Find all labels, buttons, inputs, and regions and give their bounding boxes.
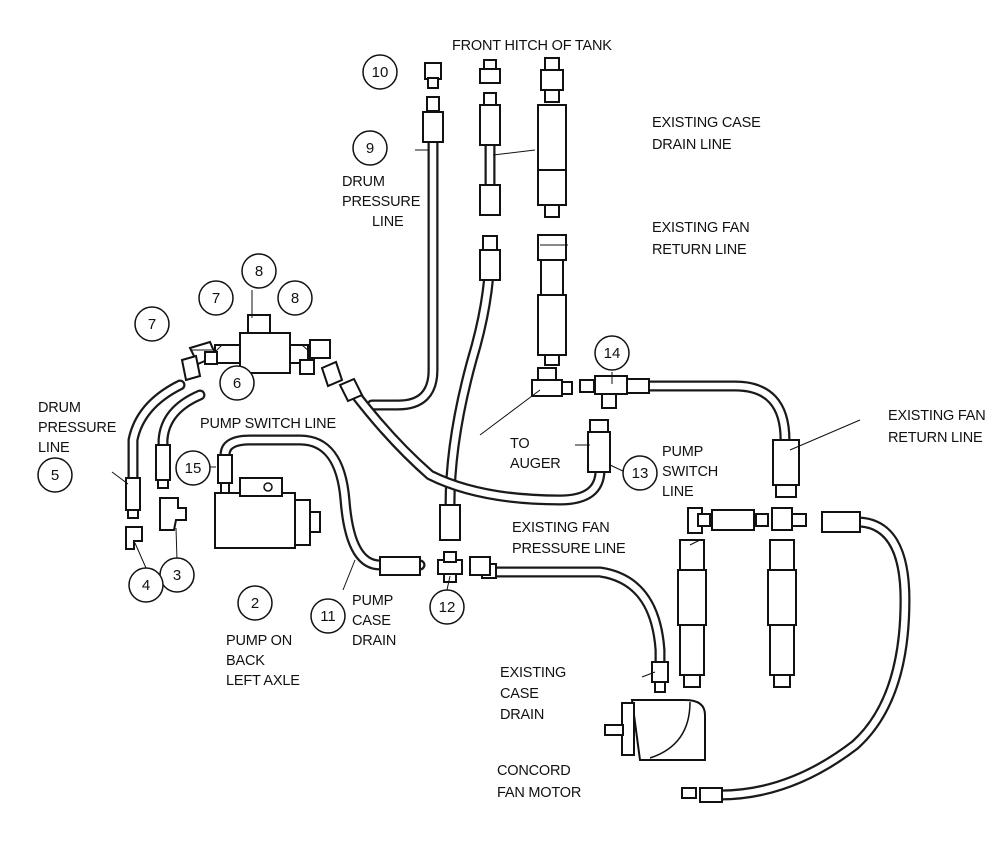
hose-existing-fan-pressure-line bbox=[484, 566, 666, 671]
label-drum-4-1: DRUM bbox=[38, 400, 81, 416]
fitting-15 bbox=[217, 454, 233, 494]
label-front-hitch: FRONT HITCH OF TANK bbox=[452, 38, 612, 54]
hose-drum-pressure-line-4 bbox=[127, 379, 206, 486]
label-drum-9-1: DRUM bbox=[342, 174, 385, 190]
svg-text:10: 10 bbox=[372, 64, 389, 81]
hose-pump-case-drain-11 bbox=[219, 434, 426, 571]
callout-11: 11 bbox=[310, 598, 346, 634]
fitting-case-drain-top bbox=[479, 59, 501, 281]
label-concord-fan-motor-2: FAN MOTOR bbox=[497, 785, 581, 801]
callout-15: 15 bbox=[175, 450, 211, 486]
label-pump-switch-13-2: SWITCH bbox=[662, 464, 718, 480]
label-drum-4-3: LINE bbox=[38, 440, 70, 456]
svg-text:2: 2 bbox=[251, 595, 259, 612]
callout-13: 13 bbox=[622, 455, 658, 491]
label-to-auger-2: AUGER bbox=[510, 456, 561, 472]
callout-7-left: 7 bbox=[198, 280, 234, 316]
label-existing-case-drain-3: DRAIN bbox=[500, 707, 544, 723]
label-existing-case-drain-line-2: DRAIN LINE bbox=[652, 137, 732, 153]
hose-fan-motor-supply bbox=[714, 516, 911, 801]
label-pump-on-back-1: PUMP ON bbox=[226, 633, 292, 649]
callout-6: 7 bbox=[134, 306, 170, 342]
fitting-fan-motor bbox=[681, 787, 723, 803]
valve-block-8 bbox=[214, 314, 309, 374]
tee-12 bbox=[379, 504, 497, 583]
svg-text:13: 13 bbox=[632, 465, 649, 482]
label-existing-fan-return-right-2: RETURN LINE bbox=[888, 430, 983, 446]
svg-text:4: 4 bbox=[142, 577, 150, 594]
label-pump-on-back-2: BACK bbox=[226, 653, 265, 669]
svg-text:3: 3 bbox=[173, 567, 181, 584]
callout-8: 8 bbox=[241, 253, 277, 289]
tee-13-assembly bbox=[677, 507, 861, 688]
svg-text:15: 15 bbox=[185, 460, 202, 477]
elbow-2 bbox=[159, 497, 187, 531]
concord-fan-motor bbox=[604, 699, 706, 761]
label-pump-case-drain-1: PUMP bbox=[352, 593, 393, 609]
elbow-fittings-6-7 bbox=[180, 339, 364, 403]
label-existing-case-drain-1: EXISTING bbox=[500, 665, 566, 681]
svg-text:14: 14 bbox=[604, 345, 621, 362]
svg-text:9: 9 bbox=[366, 140, 374, 157]
svg-text:7: 7 bbox=[212, 290, 220, 307]
fitting-existing-case-drain-line bbox=[537, 57, 567, 366]
hose-pump-switch-line bbox=[346, 384, 606, 506]
callout-9: 9 bbox=[352, 130, 388, 166]
svg-text:7: 7 bbox=[148, 316, 156, 333]
label-pump-case-drain-3: DRAIN bbox=[352, 633, 396, 649]
tee-14 bbox=[579, 375, 650, 409]
tee-to-auger bbox=[531, 367, 573, 397]
elbow-3 bbox=[125, 526, 143, 550]
label-existing-fan-pressure-1: EXISTING FAN bbox=[512, 520, 610, 536]
callouts: 10 9 8 7 7 8 6 5 bbox=[37, 54, 658, 634]
callout-12: 12 bbox=[429, 589, 465, 625]
callout-7-right: 8 bbox=[277, 280, 313, 316]
callout-5: 6 bbox=[219, 365, 255, 401]
label-existing-case-drain-2: CASE bbox=[500, 686, 539, 702]
svg-text:11: 11 bbox=[320, 608, 336, 625]
labels: FRONT HITCH OF TANK EXISTING CASE DRAIN … bbox=[38, 38, 986, 801]
fitting-existing-case-drain bbox=[651, 661, 669, 693]
fitting-pump-switch-line bbox=[587, 419, 611, 473]
svg-text:8: 8 bbox=[291, 290, 299, 307]
label-existing-fan-return-right-1: EXISTING FAN bbox=[888, 408, 986, 424]
callout-4: 5 bbox=[37, 457, 73, 493]
label-existing-fan-pressure-2: PRESSURE LINE bbox=[512, 541, 626, 557]
fitting-drum-pressure-4 bbox=[125, 444, 171, 519]
callout-2: 3 bbox=[159, 557, 195, 593]
svg-text:5: 5 bbox=[51, 467, 59, 484]
callout-14: 14 bbox=[594, 335, 630, 371]
callout-10: 10 bbox=[362, 54, 398, 90]
svg-text:12: 12 bbox=[439, 599, 456, 616]
pump-1 bbox=[214, 477, 321, 549]
label-concord-fan-motor-1: CONCORD bbox=[497, 763, 571, 779]
label-drum-9-3: LINE bbox=[372, 214, 404, 230]
label-pump-case-drain-2: CASE bbox=[352, 613, 391, 629]
label-to-auger-1: TO bbox=[510, 436, 529, 452]
label-pump-switch-13-3: LINE bbox=[662, 484, 694, 500]
label-drum-9-2: PRESSURE bbox=[342, 194, 421, 210]
label-existing-case-drain-line-1: EXISTING CASE bbox=[652, 115, 761, 131]
label-pump-switch-line-5: PUMP SWITCH LINE bbox=[200, 416, 336, 432]
hose-drum-pressure-line-9 bbox=[366, 129, 439, 411]
label-existing-fan-return-top-2: RETURN LINE bbox=[652, 242, 747, 258]
label-existing-fan-return-top-1: EXISTING FAN bbox=[652, 220, 750, 236]
label-drum-4-2: PRESSURE bbox=[38, 420, 117, 436]
callout-3: 4 bbox=[128, 567, 164, 603]
fitting-10 bbox=[422, 62, 444, 143]
svg-text:6: 6 bbox=[233, 375, 241, 392]
hose-fan-return bbox=[644, 380, 791, 461]
callout-1: 2 bbox=[237, 585, 273, 621]
label-pump-switch-13-1: PUMP bbox=[662, 444, 703, 460]
label-pump-on-back-3: LEFT AXLE bbox=[226, 673, 300, 689]
leader-lines bbox=[111, 149, 861, 678]
svg-text:8: 8 bbox=[255, 263, 263, 280]
fitting-existing-fan-return bbox=[772, 439, 800, 498]
